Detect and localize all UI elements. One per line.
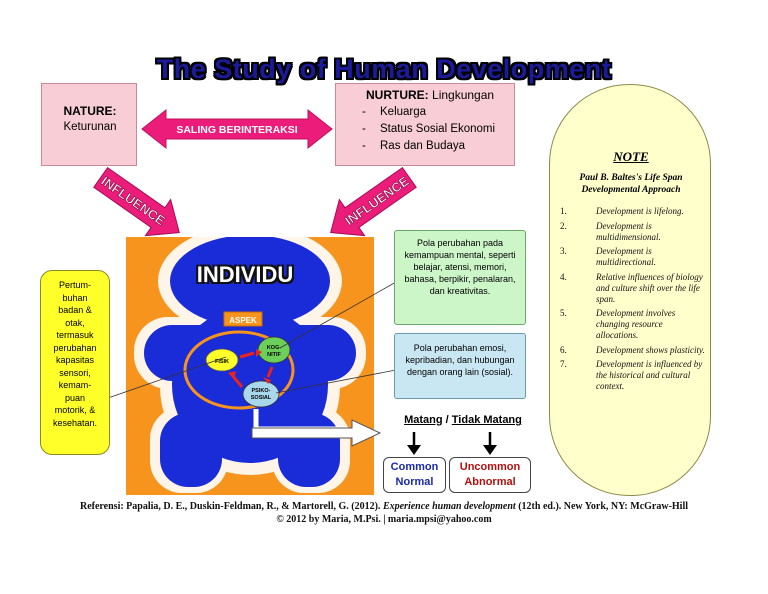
nature-value: Keturunan xyxy=(63,121,117,133)
maturity-label: Matang / Tidak Matang xyxy=(393,414,533,426)
abnormal-label: Abnormal xyxy=(464,476,516,488)
note-list: 1. Development is lifelong. 2. Development… xyxy=(554,206,706,396)
nurture-value: Lingkungan xyxy=(432,88,495,102)
nurture-label: NURTURE: xyxy=(366,88,429,102)
note-item: 3. Development is multidirectional. xyxy=(554,246,706,268)
normal-label: Normal xyxy=(395,476,434,488)
nurture-item: Keluarga xyxy=(380,106,427,118)
individu-label: INDIVIDU xyxy=(196,262,294,287)
influence-arrow-left: INFLUENCE xyxy=(93,166,180,237)
reference: Referensi: Papalia, D. E., Duskin-Feldma… xyxy=(0,501,768,512)
note-title: NOTE xyxy=(613,149,649,164)
tidak-matang-label: Tidak Matang xyxy=(451,414,522,426)
influence-arrow-right: INFLUENCE xyxy=(330,166,417,237)
nurture-item: Status Sosial Ekonomi xyxy=(380,123,496,135)
copyright: © 2012 by Maria, M.Psi. | maria.mpsi@yah… xyxy=(276,514,492,525)
note-item-number: 2. xyxy=(560,220,567,231)
reference-pre: Referensi: Papalia, D. E., Duskin-Feldma… xyxy=(79,501,383,512)
aspek-label-bg xyxy=(223,311,263,327)
uncommon-label: Uncommon xyxy=(459,461,521,473)
note-item-text: Development shows plasticity. xyxy=(596,344,705,355)
note-box: NOTE Paul B. Baltes's Life Span Developm… xyxy=(549,84,711,496)
note-item-number: 4. xyxy=(560,271,567,282)
page-title: The Study of Human Development xyxy=(156,54,612,84)
psikososial-label: PSIKO-SOSIAL xyxy=(251,388,272,401)
psikososial-bubble xyxy=(242,380,280,408)
reference-book: Experience human development xyxy=(382,501,516,512)
psikososial-description-box: Pola perubahan emosi, kepribadian, dan h… xyxy=(394,333,526,399)
note-item-text: Development involves changing resource a… xyxy=(596,308,676,340)
matang-label: Matang xyxy=(404,414,443,426)
influence-label: INFLUENCE xyxy=(98,173,168,228)
note-item-number: 6. xyxy=(560,344,567,355)
interaction-label: SALING BERINTERAKSI xyxy=(176,124,297,136)
fisik-description-box: Pertum- buhan badan & otak, termasuk per… xyxy=(40,270,110,455)
nurture-item: Ras dan Budaya xyxy=(380,140,466,152)
note-item: 6. Development shows plasticity. xyxy=(554,345,706,356)
reference-post: (12th ed.). New York, NY: McGraw-Hill xyxy=(515,501,689,512)
note-item: 5. Development involves changing resource… xyxy=(554,308,706,341)
note-item: 1. Development is lifelong. xyxy=(554,206,706,217)
note-item-number: 5. xyxy=(560,308,567,318)
common-label: Common xyxy=(390,461,439,473)
aspek-label: ASPEK xyxy=(229,316,257,325)
matang-separator: / xyxy=(442,414,452,426)
note-item: 7. Development is influenced by the histo… xyxy=(554,359,706,392)
nature-box: NATURE: Keturunan xyxy=(41,83,137,166)
kognitif-description-box: Pola perubahan pada kemampuan mental, se… xyxy=(394,230,526,325)
kognitif-label: KOG-NITIF xyxy=(267,345,282,358)
influence-label: INFLUENCE xyxy=(342,173,412,228)
psikososial-description: Pola perubahan emosi, kepribadian, dan h… xyxy=(405,343,515,377)
note-item: 4. Relative influences of biology and cul… xyxy=(554,272,706,305)
note-item-text: Development is influenced by the histori… xyxy=(596,359,703,391)
note-subtitle: Paul B. Baltes's Life Span Developmental… xyxy=(579,173,683,195)
note-item-text: Development is lifelong. xyxy=(596,206,684,216)
nurture-box: NURTURE: Lingkungan -Keluarga -Status So… xyxy=(335,83,515,166)
note-item-number: 3. xyxy=(560,246,567,256)
fisik-label: FISIK xyxy=(215,359,229,365)
note-item-text: Development is multidimensional. xyxy=(596,220,661,242)
note-item-text: Relative influences of biology and cultu… xyxy=(596,271,703,304)
kognitif-description: Pola perubahan pada kemampuan mental, se… xyxy=(404,238,516,296)
common-box: Common Normal xyxy=(383,457,446,493)
note-item: 2. Development is multidimensional. xyxy=(554,221,706,243)
uncommon-box: Uncommon Abnormal xyxy=(449,457,531,493)
nature-label: NATURE: xyxy=(63,104,117,118)
interaction-arrow: SALING BERINTERAKSI xyxy=(141,108,333,150)
note-item-number: 7. xyxy=(560,359,567,369)
note-item-number: 1. xyxy=(560,206,567,216)
note-item-text: Development is multidirectional. xyxy=(596,246,656,267)
fisik-description: Pertum- buhan badan & otak, termasuk per… xyxy=(52,280,98,428)
